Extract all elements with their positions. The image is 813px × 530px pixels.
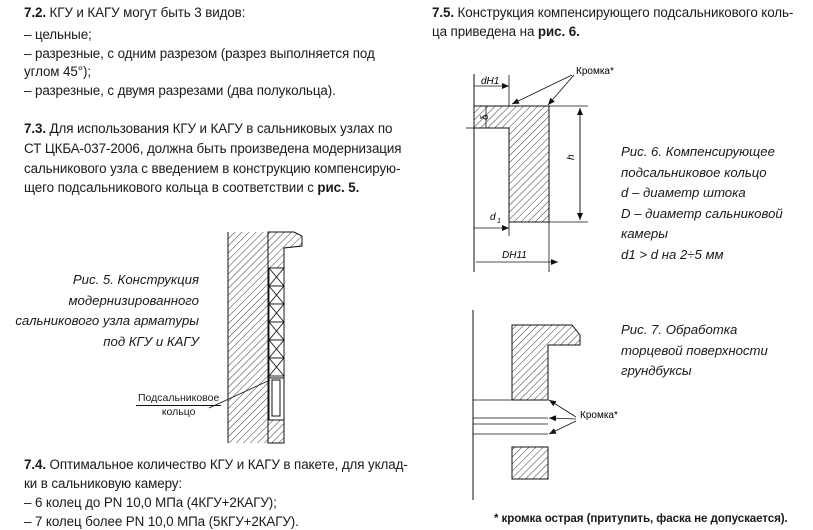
sec73-line-4: щего подсальникового кольца в соответств… [24,179,359,196]
fig6-label-dh11: DH11 [502,250,527,261]
fig5-caption-line: под КГУ и КАГУ [103,333,199,349]
sec74-line-2: ки в сальниковую камеру: [24,476,183,491]
sec73-line-4-text: щего подсальникового кольца в соответств… [24,180,318,195]
fig7-caption: Рис. 7. Обработка торцевой поверхности г… [621,320,768,382]
sec75-number: 7.5. [432,5,454,20]
sec74-line-3: – 6 колец до PN 10,0 МПа (4КГУ+2КАГУ); [24,495,277,510]
sec75-figure-ref: рис. 6. [537,24,580,39]
fig6-label-d1-subscript: 1 [497,218,501,225]
fig6-caption-line: Рис. 6. Компенсирующее [621,144,775,159]
fig6-label-d1: d [490,212,496,223]
fig6-caption-line: d1 > d на 2÷5 мм [621,246,724,262]
fig5-callout-line: Подсальниковое [136,392,222,406]
footnote: * кромка острая (притупить, фаска не доп… [494,512,788,525]
sec73-line-1-text: Для использования КГУ и КАГУ в сальников… [45,121,393,136]
sec72-item-2: – разрезные, с одним разрезом (разрез вы… [24,46,375,61]
sec74-number: 7.4. [24,457,46,472]
sec72-item-1: – цельные; [24,27,92,42]
fig7-caption-line: грундбуксы [621,363,692,378]
fig5-caption-line: модернизированного [68,292,199,308]
sec72-item-3: – разрезные, с двумя разрезами (два полу… [24,83,336,98]
fig6-caption-line: d – диаметр штока [621,185,746,200]
sec75-line-2: ца приведена на рис. 6. [432,23,580,40]
sec72-text: КГУ и КАГУ могут быть 3 видов: [45,5,246,20]
fig6-label-kromka: Кромка* [576,66,614,77]
fig5-caption-line: сальникового узла арматуры [15,313,199,328]
sec73-line-1: 7.3. Для использования КГУ и КАГУ в саль… [24,120,392,137]
fig5-caption: Рис. 5. Конструкция модернизированного с… [15,270,199,352]
sec73-figure-ref: рис. 5. [317,180,360,195]
fig6-caption-line: подсальниковое кольцо [621,164,767,180]
fig6-caption-line: D – диаметр сальниковой [621,205,783,221]
sec72-item-2-cont: углом 45°); [24,64,91,79]
sec72-number: 7.2. [24,5,46,20]
fig7-label-kromka: Кромка* [580,410,618,421]
sec74-line-1: 7.4. Оптимальное количество КГУ и КАГУ в… [24,456,408,473]
sec72-heading: 7.2. КГУ и КАГУ могут быть 3 видов: [24,4,245,21]
fig7-caption-line: Рис. 7. Обработка [621,322,738,337]
sec75-line-2-text: ца приведена на [432,24,538,39]
fig5-caption-line: Рис. 5. Конструкция [72,272,199,287]
fig7-gland-follower-drawing [472,310,581,500]
fig5-gland-drawing [208,231,303,444]
sec73-line-3: сальникового узла с введением в конструк… [24,161,401,176]
fig6-label-delta: δ [480,114,491,120]
fig6-label-dh1: dH1 [481,76,499,87]
sec74-line-4: – 7 колец более PN 10,0 МПа (5КГУ+2КАГУ)… [24,514,299,529]
sec75-line-1: 7.5. Конструкция компенсирующего подсаль… [432,4,793,21]
fig5-callout-line: кольцо [161,406,196,418]
fig7-caption-line: торцевой поверхности [621,342,768,358]
fig6-ring-drawing [466,74,588,272]
fig6-caption-line: камеры [621,226,668,241]
sec73-number: 7.3. [24,121,46,136]
sec75-line-1-text: Конструкция компенсирующего подсальников… [453,5,794,20]
fig6-caption: Рис. 6. Компенсирующее подсальниковое ко… [621,142,783,265]
sec73-line-2: СТ ЦКБА-037-2006, должна быть произведен… [24,141,402,156]
fig6-label-h: h [566,154,577,160]
sec74-line-1-text: Оптимальное количество КГУ и КАГУ в паке… [45,457,408,472]
fig5-callout: Подсальниковое кольцо [136,392,222,419]
